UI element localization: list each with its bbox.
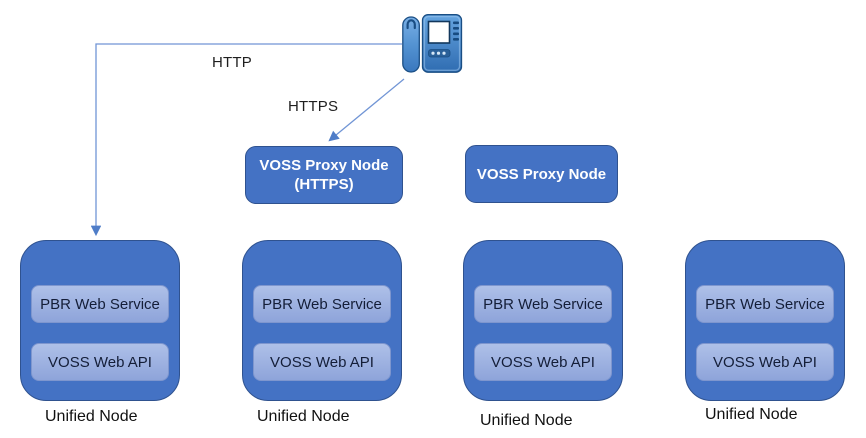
unified-node-3: PBR Web Service VOSS Web API Unified Nod…	[463, 240, 623, 430]
unified-node-label: Unified Node	[257, 408, 350, 425]
unified-node-4: PBR Web Service VOSS Web API Unified Nod…	[685, 240, 845, 424]
voss-web-api-box: VOSS Web API	[31, 343, 169, 381]
unified-node-box: PBR Web Service VOSS Web API	[242, 240, 402, 401]
pbr-web-service-box: PBR Web Service	[696, 285, 834, 323]
unified-node-box: PBR Web Service VOSS Web API	[463, 240, 623, 401]
unified-node-label: Unified Node	[480, 412, 573, 429]
voss-proxy-node-box: VOSS Proxy Node	[465, 145, 618, 203]
proxy-node-line1: VOSS Proxy Node	[476, 165, 607, 183]
unified-node-box: PBR Web Service VOSS Web API	[20, 240, 180, 401]
pbr-web-service-box: PBR Web Service	[31, 285, 169, 323]
unified-node-2: PBR Web Service VOSS Web API Unified Nod…	[242, 240, 402, 426]
ip-phone-icon	[402, 14, 463, 73]
proxy-node-line2: (HTTPS)	[294, 176, 354, 193]
unified-node-label: Unified Node	[45, 408, 138, 425]
voss-web-api-box: VOSS Web API	[253, 343, 391, 381]
unified-node-box: PBR Web Service VOSS Web API	[685, 240, 845, 401]
voss-web-api-box: VOSS Web API	[696, 343, 834, 381]
unified-node-1: PBR Web Service VOSS Web API Unified Nod…	[20, 240, 180, 426]
pbr-web-service-box: PBR Web Service	[253, 285, 391, 323]
https-label: HTTPS	[288, 98, 339, 115]
http-label: HTTP	[212, 54, 252, 71]
pbr-web-service-box: PBR Web Service	[474, 285, 612, 323]
https-connector-line	[328, 78, 405, 142]
proxy-node-line1: VOSS Proxy Node	[259, 157, 389, 174]
voss-proxy-node-https-box: VOSS Proxy Node (HTTPS)	[245, 146, 403, 204]
unified-node-label: Unified Node	[705, 406, 798, 423]
voss-web-api-box: VOSS Web API	[474, 343, 612, 381]
http-connector-line	[90, 43, 402, 237]
